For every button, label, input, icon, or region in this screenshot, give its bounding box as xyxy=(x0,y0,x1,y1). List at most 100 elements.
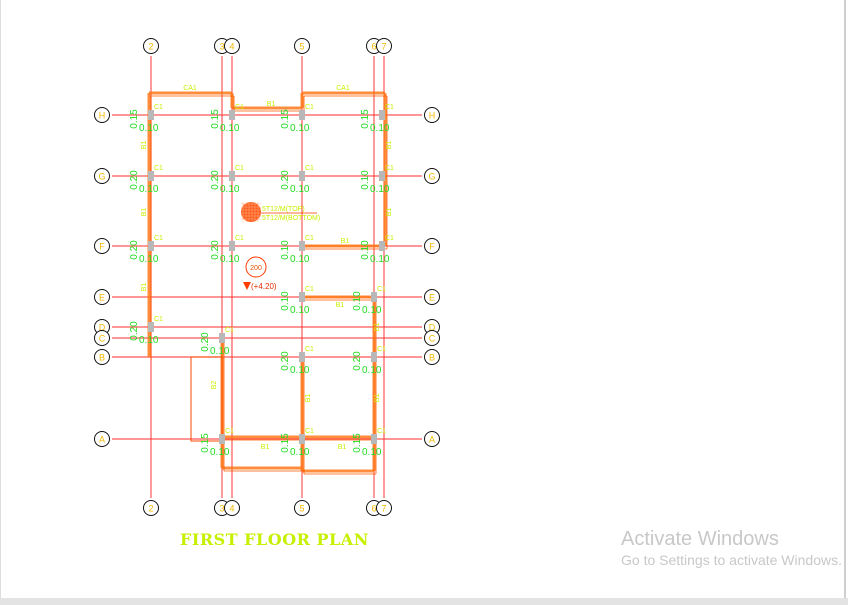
grid-col-5-top-label: 5 xyxy=(299,42,304,52)
grid-row-C-right-bubble xyxy=(424,330,440,346)
grid-row-C-right-label: C xyxy=(429,334,436,344)
column-marker xyxy=(379,110,385,120)
beam-label: B1 xyxy=(374,394,381,403)
column-marker xyxy=(299,241,305,251)
slab-rebar-bottom: 5T12/M(BOTTOM) xyxy=(262,215,320,222)
column-label: C1 xyxy=(305,286,314,293)
column-dim-vertical: 0.15 xyxy=(200,433,211,453)
grid-col-5-bottom-label: 5 xyxy=(299,504,304,514)
column-dim-horizontal: 0.10 xyxy=(362,305,382,316)
column-dim-horizontal: 0.10 xyxy=(362,365,382,376)
grid-row-E-left-label: E xyxy=(99,293,105,303)
grid-col-4-bottom-label: 4 xyxy=(229,504,234,514)
grid-row-F-left-bubble xyxy=(94,238,110,254)
column-marker xyxy=(379,171,385,181)
column-dim-vertical: 0.10 xyxy=(280,240,291,260)
column-label: C1 xyxy=(385,165,394,172)
column-label: C1 xyxy=(377,428,386,435)
column-dim-vertical: 0.20 xyxy=(129,170,140,190)
slab-thickness-tag xyxy=(245,256,267,278)
column-label: C1 xyxy=(154,104,163,111)
column-label: C1 xyxy=(235,235,244,242)
grid-col-5-bottom-bubble xyxy=(294,500,310,516)
column-marker xyxy=(148,110,154,120)
beam-label: B1 xyxy=(305,394,312,403)
column-dim-vertical: 0.15 xyxy=(280,109,291,129)
grid-row-F-right-label: F xyxy=(429,242,435,252)
grid-col-5-top-bubble xyxy=(294,38,310,54)
column-dim-horizontal: 0.10 xyxy=(370,123,390,134)
column-marker xyxy=(229,110,235,120)
column-dim-horizontal: 0.10 xyxy=(290,305,310,316)
beam-label: B1 xyxy=(386,208,393,217)
column-label: C1 xyxy=(385,235,394,242)
level-value: (+4.20) xyxy=(251,282,277,291)
column-label: C1 xyxy=(377,346,386,353)
column-dim-horizontal: 0.10 xyxy=(210,447,230,458)
column-dim-horizontal: 0.10 xyxy=(370,254,390,265)
column-dim-horizontal: 0.10 xyxy=(139,335,159,346)
grid-row-F-right-bubble xyxy=(424,238,440,254)
column-dim-horizontal: 0.10 xyxy=(220,123,240,134)
grid-col-7-top-label: 7 xyxy=(381,42,386,52)
grid-row-B-left-bubble xyxy=(94,349,110,365)
column-label: C1 xyxy=(377,286,386,293)
column-marker xyxy=(379,241,385,251)
slab-rebar-top: 5T12/M(TOP) xyxy=(262,206,305,213)
column-dim-horizontal: 0.10 xyxy=(290,365,310,376)
column-dim-vertical: 0.10 xyxy=(352,291,363,311)
column-dim-vertical: 0.10 xyxy=(360,240,371,260)
column-marker xyxy=(299,352,305,362)
column-label: C1 xyxy=(154,165,163,172)
column-label: C1 xyxy=(225,327,234,334)
grid-col-2-top-label: 2 xyxy=(148,42,153,52)
grid-row-H-right-label: H xyxy=(429,111,436,121)
column-marker xyxy=(148,322,154,332)
column-marker xyxy=(299,171,305,181)
column-dim-vertical: 0.20 xyxy=(129,240,140,260)
column-label: C1 xyxy=(385,104,394,111)
column-dim-vertical: 0.10 xyxy=(280,291,291,311)
column-dim-vertical: 0.20 xyxy=(129,321,140,341)
bottom-scrollbar[interactable] xyxy=(0,598,848,605)
column-marker xyxy=(229,241,235,251)
beam-label: B1 xyxy=(261,444,270,451)
grid-col-7-top-bubble xyxy=(376,38,392,54)
grid-col-2-bottom-label: 2 xyxy=(148,504,153,514)
column-dim-horizontal: 0.10 xyxy=(139,123,159,134)
grid-row-G-right-label: G xyxy=(428,172,435,182)
column-dim-vertical: 0.20 xyxy=(210,170,221,190)
column-dim-vertical: 0.15 xyxy=(210,109,221,129)
drawing-title: FIRST FLOOR PLAN xyxy=(180,530,369,549)
column-dim-vertical: 0.20 xyxy=(200,332,211,352)
beam-label: B1 xyxy=(141,208,148,217)
slab-thickness: 200 xyxy=(250,265,262,272)
beam-label: B2 xyxy=(211,381,218,390)
column-label: C1 xyxy=(305,165,314,172)
beam-label: B1 xyxy=(341,238,350,245)
grid-row-A-right-label: A xyxy=(429,435,435,445)
level-marker-icon xyxy=(243,282,251,290)
column-marker xyxy=(299,292,305,302)
grid-row-B-left-label: B xyxy=(99,353,105,363)
column-dim-vertical: 0.15 xyxy=(360,109,371,129)
column-dim-vertical: 0.20 xyxy=(280,351,291,371)
opening-outline xyxy=(190,356,223,442)
column-dim-horizontal: 0.10 xyxy=(362,447,382,458)
column-label: C1 xyxy=(225,428,234,435)
column-label: C1 xyxy=(235,104,244,111)
grid-row-H-left-label: H xyxy=(99,111,106,121)
column-dim-vertical: 0.20 xyxy=(280,170,291,190)
grid-col-4-bottom-bubble xyxy=(224,500,240,516)
grid-row-D-right-label: D xyxy=(429,323,436,333)
grid-col-6-top-label: 6 xyxy=(371,42,376,52)
grid-row-C-left-bubble xyxy=(94,330,110,346)
activate-windows-watermark: Activate Windows xyxy=(621,528,779,550)
grid-row-B-right-bubble xyxy=(424,349,440,365)
grid-row-A-left-bubble xyxy=(94,431,110,447)
grid-col-4-top-label: 4 xyxy=(229,42,234,52)
grid-col-7-bottom-label: 7 xyxy=(381,504,386,514)
column-label: C1 xyxy=(154,316,163,323)
column-dim-horizontal: 0.10 xyxy=(220,184,240,195)
